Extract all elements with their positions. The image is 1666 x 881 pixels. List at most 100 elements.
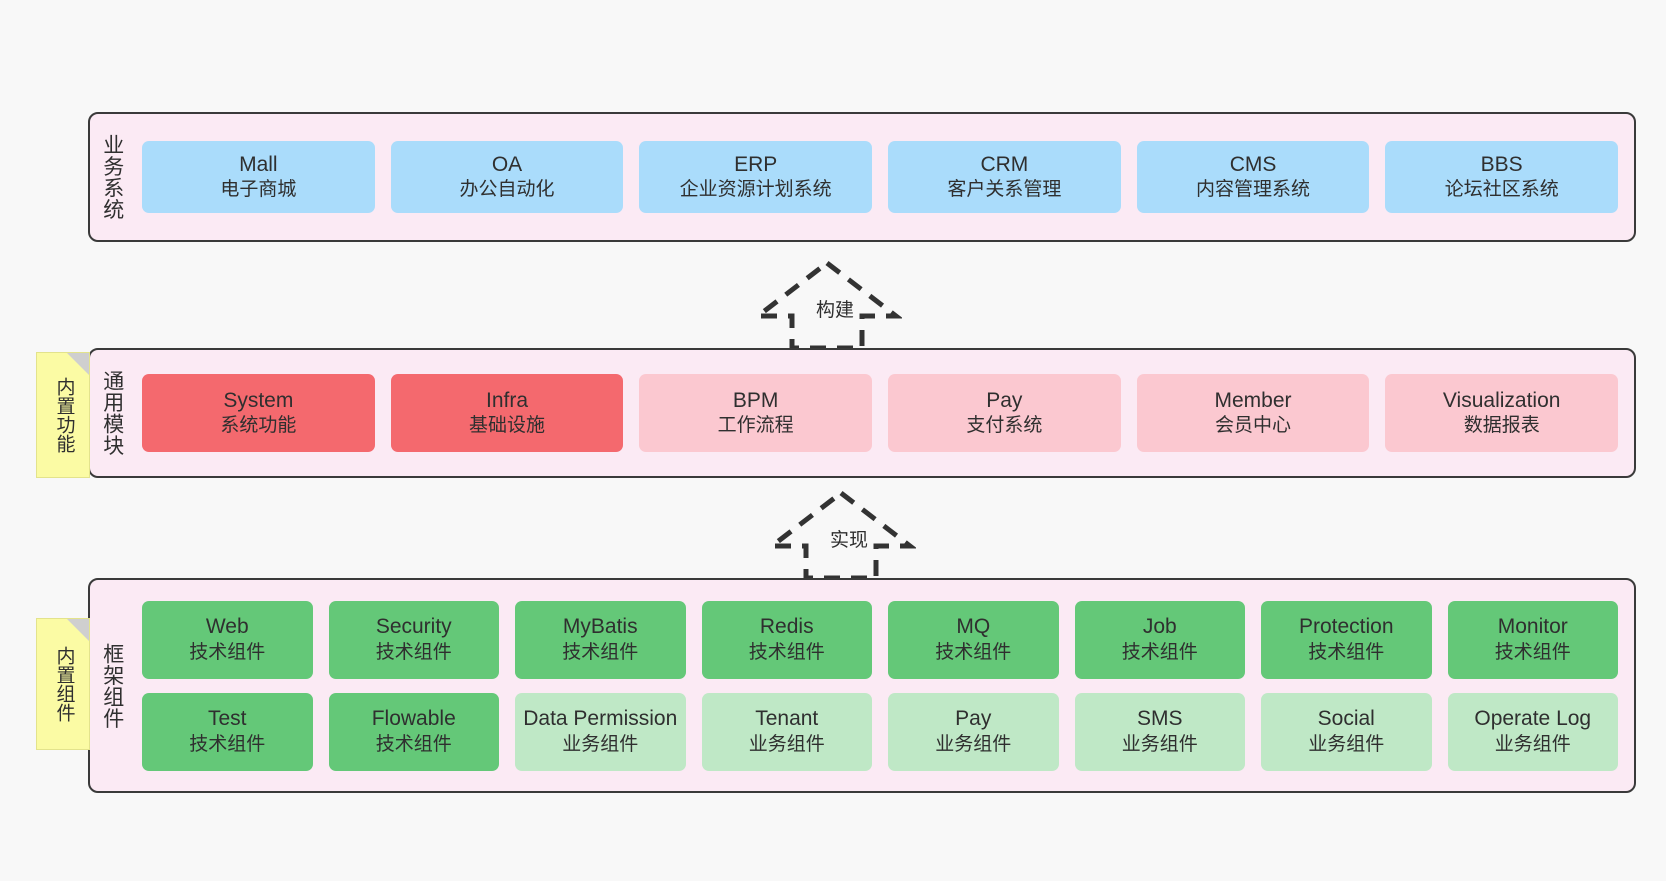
card-bbs[interactable]: BBS 论坛社区系统	[1385, 141, 1619, 213]
card-title-cn: 基础设施	[469, 415, 546, 437]
card-visualization[interactable]: Visualization 数据报表	[1385, 374, 1619, 452]
card-protection[interactable]: Protection 技术组件	[1261, 600, 1432, 679]
card-title-en: Flowable	[371, 707, 456, 731]
layer-label-framework-components: 框架组件	[100, 642, 124, 729]
card-title-cn: 电子商城	[220, 179, 297, 201]
card-title-cn: 技术组件	[189, 641, 266, 663]
card-title-cn: 技术组件	[1494, 641, 1571, 663]
card-title-en: CMS	[1229, 152, 1277, 176]
card-sms[interactable]: SMS 业务组件	[1074, 692, 1245, 771]
card-flowable[interactable]: Flowable 技术组件	[328, 692, 499, 771]
card-system[interactable]: System 系统功能	[142, 374, 375, 452]
card-title-cn: 会员中心	[1215, 415, 1292, 437]
card-title-cn: 技术组件	[562, 641, 639, 663]
card-title-cn: 系统功能	[220, 415, 297, 437]
card-title-en: SMS	[1136, 707, 1183, 731]
card-title-cn: 内容管理系统	[1196, 179, 1311, 201]
card-tenant[interactable]: Tenant 业务组件	[701, 692, 872, 771]
card-title-cn: 技术组件	[375, 641, 452, 663]
card-title-en: Pay	[986, 388, 1023, 412]
card-row: System 系统功能 Infra 基础设施 BPM 工作流程 Pay 支付系统…	[142, 374, 1619, 452]
layer-framework-components: 框架组件 Web 技术组件 Security 技术组件 MyBatis 技术组件…	[88, 578, 1636, 793]
card-title-en: MyBatis	[562, 615, 638, 639]
card-row: Web 技术组件 Security 技术组件 MyBatis 技术组件 Redi…	[142, 600, 1618, 679]
arrow-label-build: 构建	[816, 300, 855, 321]
arrow-build: 构建	[750, 258, 904, 358]
card-job[interactable]: Job 技术组件	[1074, 600, 1245, 679]
card-oa[interactable]: OA 办公自动化	[390, 141, 624, 213]
card-title-en: Operate Log	[1474, 707, 1592, 731]
card-title-cn: 技术组件	[935, 641, 1012, 663]
card-title-en: Protection	[1298, 615, 1394, 639]
card-title-en: Monitor	[1497, 615, 1568, 639]
card-cms[interactable]: CMS 内容管理系统	[1136, 141, 1370, 213]
card-row: Mall 电子商城 OA 办公自动化 ERP 企业资源计划系统 CRM 客户关系…	[142, 141, 1619, 213]
layer-label-common-modules: 通用模块	[100, 370, 124, 456]
card-title-en: Job	[1142, 615, 1177, 639]
card-title-cn: 技术组件	[1308, 641, 1385, 663]
card-title-cn: 数据报表	[1463, 415, 1540, 437]
card-security[interactable]: Security 技术组件	[328, 600, 499, 679]
card-pay-component[interactable]: Pay 业务组件	[888, 692, 1059, 771]
card-title-en: Data Permission	[523, 707, 678, 731]
card-monitor[interactable]: Monitor 技术组件	[1447, 600, 1618, 679]
layer-business-systems: 业务系统 Mall 电子商城 OA 办公自动化 ERP 企业资源计划系统 CRM…	[88, 112, 1636, 242]
card-title-cn: 技术组件	[1121, 641, 1198, 663]
card-title-cn: 办公自动化	[459, 179, 555, 201]
card-title-en: OA	[491, 152, 523, 176]
card-title-cn: 业务组件	[748, 733, 825, 755]
card-pay-module[interactable]: Pay 支付系统	[888, 374, 1121, 452]
card-mall[interactable]: Mall 电子商城	[142, 141, 375, 213]
card-title-en: System	[223, 388, 294, 412]
layer-body-common-modules: System 系统功能 Infra 基础设施 BPM 工作流程 Pay 支付系统…	[134, 350, 1634, 476]
card-title-en: Test	[207, 707, 247, 731]
card-erp[interactable]: ERP 企业资源计划系统	[639, 141, 873, 213]
sticky-note-label: 内置功能	[53, 377, 75, 453]
card-title-en: Mall	[239, 152, 278, 176]
card-title-cn: 业务组件	[1121, 733, 1198, 755]
card-social[interactable]: Social 业务组件	[1261, 692, 1432, 771]
card-title-en: MQ	[956, 615, 991, 639]
card-title-en: Member	[1214, 388, 1292, 412]
card-infra[interactable]: Infra 基础设施	[390, 374, 624, 452]
card-bpm[interactable]: BPM 工作流程	[639, 374, 873, 452]
card-title-en: Infra	[485, 388, 529, 412]
card-redis[interactable]: Redis 技术组件	[701, 600, 872, 679]
card-title-cn: 客户关系管理	[947, 179, 1062, 201]
card-title-en: Social	[1317, 707, 1375, 731]
layer-body-business-systems: Mall 电子商城 OA 办公自动化 ERP 企业资源计划系统 CRM 客户关系…	[134, 114, 1634, 240]
card-title-cn: 支付系统	[966, 415, 1043, 437]
card-title-en: BBS	[1480, 152, 1523, 176]
card-member[interactable]: Member 会员中心	[1136, 374, 1370, 452]
dashed-hollow-arrow-up-icon	[764, 489, 918, 581]
card-title-cn: 技术组件	[375, 733, 452, 755]
card-title-en: ERP	[734, 152, 778, 176]
card-title-en: Tenant	[755, 707, 819, 731]
card-data-permission[interactable]: Data Permission 业务组件	[515, 692, 686, 771]
card-operate-log[interactable]: Operate Log 业务组件	[1447, 692, 1618, 771]
card-title-cn: 论坛社区系统	[1444, 179, 1559, 201]
card-test[interactable]: Test 技术组件	[142, 692, 313, 771]
sticky-note-label: 内置组件	[53, 646, 75, 722]
card-title-en: Web	[205, 615, 249, 639]
arrow-implement: 实现	[764, 488, 918, 588]
dashed-hollow-arrow-up-icon	[750, 259, 904, 351]
layer-body-framework-components: Web 技术组件 Security 技术组件 MyBatis 技术组件 Redi…	[134, 580, 1634, 791]
card-title-cn: 业务组件	[1308, 733, 1385, 755]
layer-common-modules: 通用模块 System 系统功能 Infra 基础设施 BPM 工作流程 Pay…	[88, 348, 1636, 478]
card-title-cn: 技术组件	[189, 733, 266, 755]
card-title-cn: 业务组件	[1494, 733, 1571, 755]
card-title-en: Security	[375, 615, 452, 639]
card-title-en: Pay	[955, 707, 992, 731]
layer-label-business-systems: 业务系统	[100, 134, 124, 220]
sticky-note-builtin-features: 内置功能	[36, 352, 90, 478]
card-crm[interactable]: CRM 客户关系管理	[888, 141, 1121, 213]
card-mq[interactable]: MQ 技术组件	[888, 600, 1059, 679]
card-title-en: Visualization	[1442, 388, 1561, 412]
card-web[interactable]: Web 技术组件	[142, 600, 313, 679]
card-title-cn: 企业资源计划系统	[679, 179, 832, 201]
card-title-cn: 业务组件	[562, 733, 639, 755]
card-mybatis[interactable]: MyBatis 技术组件	[515, 600, 686, 679]
sticky-note-builtin-components: 内置组件	[36, 618, 90, 750]
